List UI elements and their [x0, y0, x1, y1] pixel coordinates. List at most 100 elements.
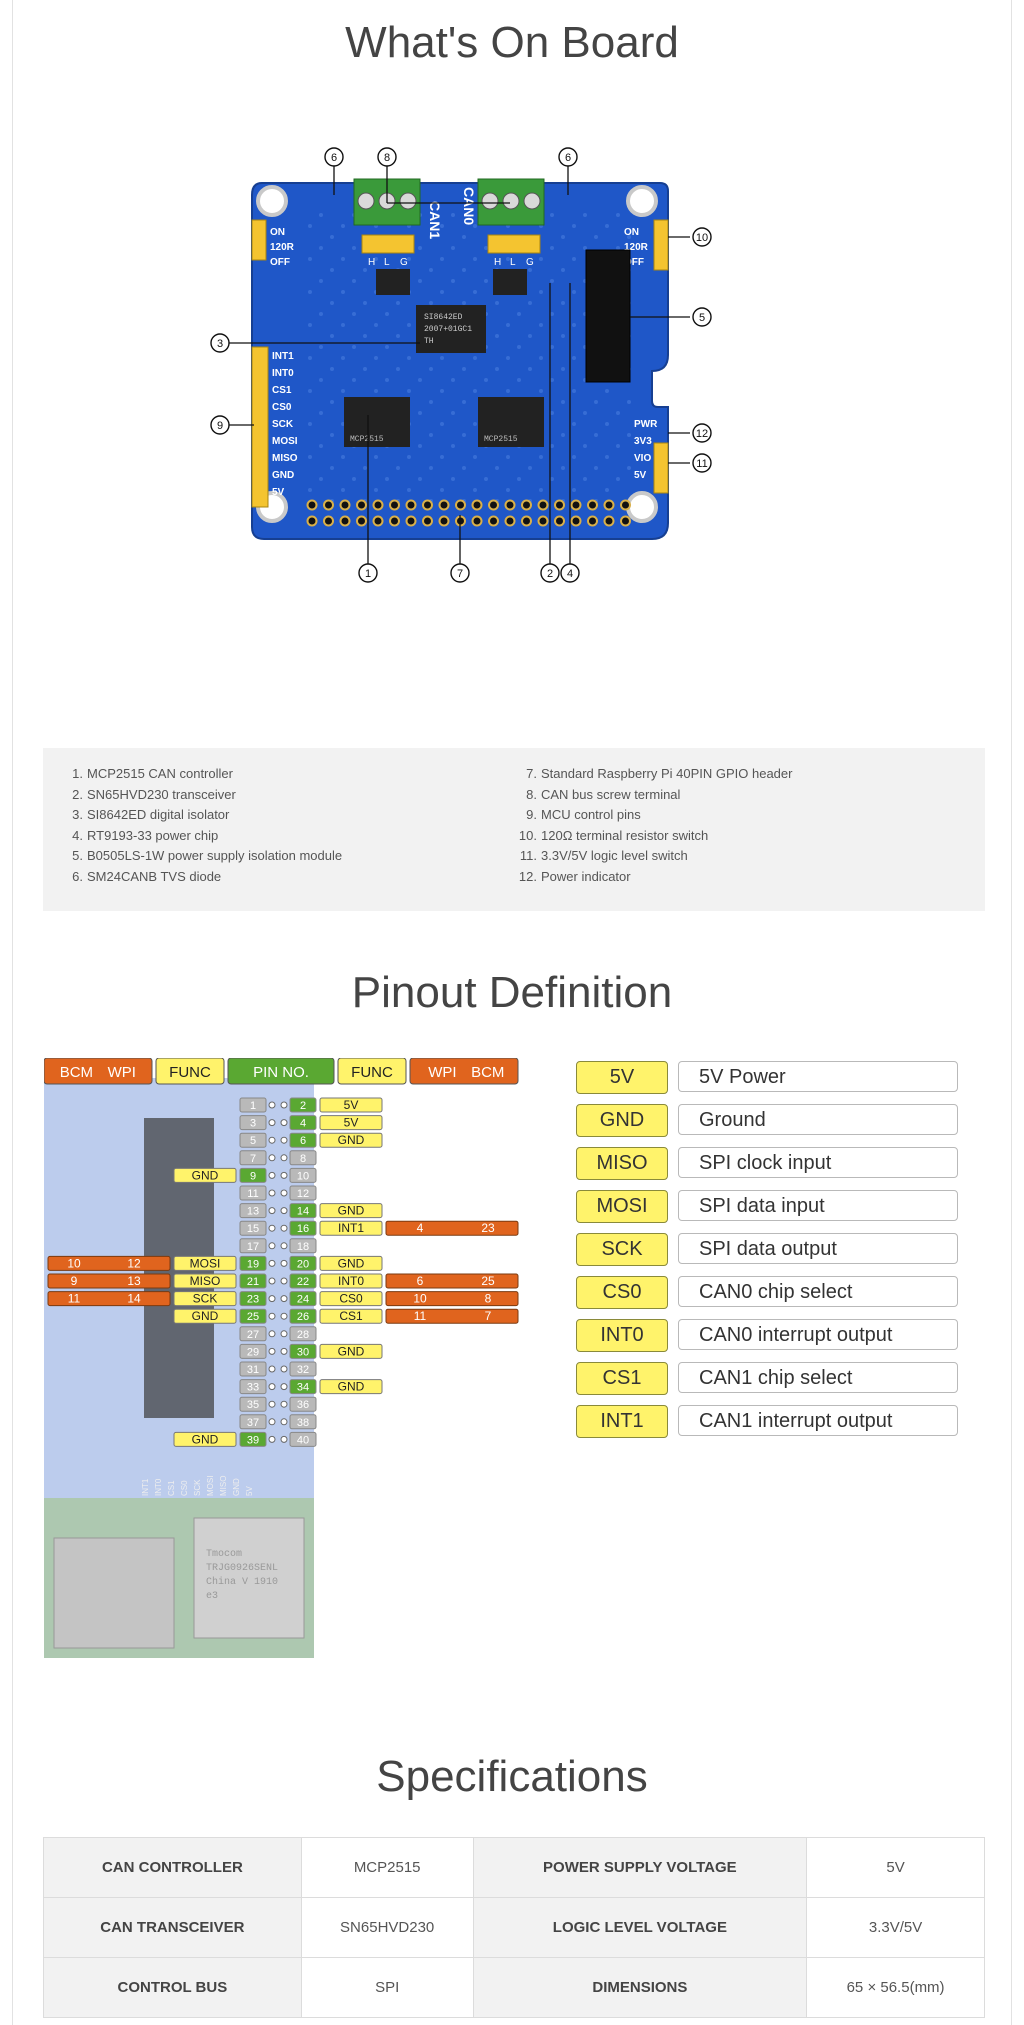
via-dot	[330, 400, 334, 404]
legend-item-number: 8.	[526, 786, 537, 802]
via-dot	[385, 378, 389, 382]
via-dot	[550, 312, 554, 316]
callout-circle	[560, 563, 580, 583]
via-dot	[308, 455, 312, 459]
gpio-hole	[537, 499, 549, 511]
legend-item-number: 12.	[518, 868, 537, 884]
gpio-hole	[504, 515, 516, 527]
legend-right-list: 7.Standard Raspberry Pi 40PIN GPIO heade…	[515, 764, 793, 888]
mounting-hole	[626, 491, 658, 523]
spec-value: SN65HVD230	[300, 1897, 474, 1958]
spec-value: MCP2515	[300, 1837, 474, 1898]
pinout-board-silk: MOSI	[206, 1476, 215, 1496]
via-dot	[484, 378, 488, 382]
via-dot	[517, 345, 521, 349]
function-pin-label: INT1	[576, 1405, 668, 1438]
pin-dot	[268, 1400, 276, 1408]
legend-item-number: 4.	[72, 827, 83, 843]
pin-number-box	[289, 1167, 317, 1183]
callout-number: 6	[565, 152, 571, 164]
via-dot	[363, 466, 367, 470]
function-description: SPI data input	[678, 1190, 958, 1221]
pin-func-box	[173, 1255, 237, 1271]
callout-number: 3	[217, 338, 223, 350]
pin-dot	[280, 1154, 288, 1162]
legend-item-text: SI8642ED digital isolator	[87, 807, 230, 823]
spec-key: CAN TRANSCEIVER	[43, 1897, 302, 1958]
pin-number: 6	[300, 1135, 306, 1147]
legend-item: 7.Standard Raspberry Pi 40PIN GPIO heade…	[515, 764, 792, 785]
callout-number: 8	[384, 152, 390, 164]
mounting-hole	[256, 185, 288, 217]
pin-dot	[280, 1242, 288, 1250]
pin-dot	[268, 1224, 276, 1232]
via-dot	[484, 246, 488, 250]
pin-dot	[280, 1259, 288, 1267]
pin-number: 18	[297, 1241, 309, 1253]
via-dot	[374, 389, 378, 393]
callout-number: 12	[696, 428, 708, 440]
via-dot	[506, 455, 510, 459]
via-dot	[561, 334, 565, 338]
pin-dot	[280, 1383, 288, 1391]
gpio-hole	[356, 499, 367, 511]
pin-number: 14	[297, 1206, 309, 1218]
pin-bcm-wpi-box	[385, 1291, 519, 1307]
transceiver-chip	[376, 269, 410, 295]
via-dot	[341, 356, 345, 360]
via-dot	[462, 400, 466, 404]
pin-func: GND	[338, 1133, 365, 1147]
gpio-hole	[405, 515, 417, 527]
spec-value: 3.3V/5V	[806, 1897, 985, 1958]
via-dot	[539, 488, 543, 492]
pin-dot	[280, 1119, 288, 1127]
mcp2515-marking: MCP2515	[350, 435, 384, 444]
pinout-board-silk: 5V	[245, 1486, 254, 1496]
via-dot	[572, 389, 576, 393]
gpio-hole	[405, 499, 417, 511]
gpio-hole	[521, 499, 532, 511]
via-dot	[429, 433, 433, 437]
power-label: PWR	[634, 419, 658, 430]
via-dot	[319, 246, 323, 250]
via-dot	[506, 356, 510, 360]
via-dot	[517, 378, 521, 382]
via-dot	[462, 268, 466, 272]
via-dot	[462, 466, 466, 470]
via-dot	[451, 246, 455, 250]
hlg-label: L	[510, 257, 516, 268]
mcp2515-chip	[344, 397, 410, 447]
pin-number-box	[239, 1132, 267, 1148]
pin-dot	[268, 1277, 276, 1285]
control-pin-label: 5V	[272, 487, 285, 498]
via-dot	[308, 356, 312, 360]
pin-number-box	[289, 1343, 317, 1359]
function-description: SPI clock input	[678, 1147, 958, 1178]
via-dot	[473, 422, 477, 426]
via-dot	[330, 268, 334, 272]
via-dot	[616, 246, 620, 250]
pin-number-box	[289, 1361, 317, 1377]
gpio-hole	[306, 515, 318, 527]
gpio-hole	[587, 515, 598, 527]
port-marking: Tmocom	[206, 1549, 242, 1560]
via-dot	[572, 422, 576, 426]
pin-number: 10	[297, 1170, 309, 1182]
via-dot	[308, 389, 312, 393]
pin-func: GND	[192, 1432, 219, 1446]
via-dot	[330, 466, 334, 470]
pin-dot	[280, 1330, 288, 1338]
via-dot	[429, 367, 433, 371]
hlg-label: L	[384, 257, 390, 268]
legend-item-text: CAN bus screw terminal	[541, 786, 681, 802]
control-pin-label: MISO	[272, 453, 298, 464]
callout-number: 4	[567, 568, 573, 580]
via-dot	[308, 488, 312, 492]
via-dot	[473, 356, 477, 360]
